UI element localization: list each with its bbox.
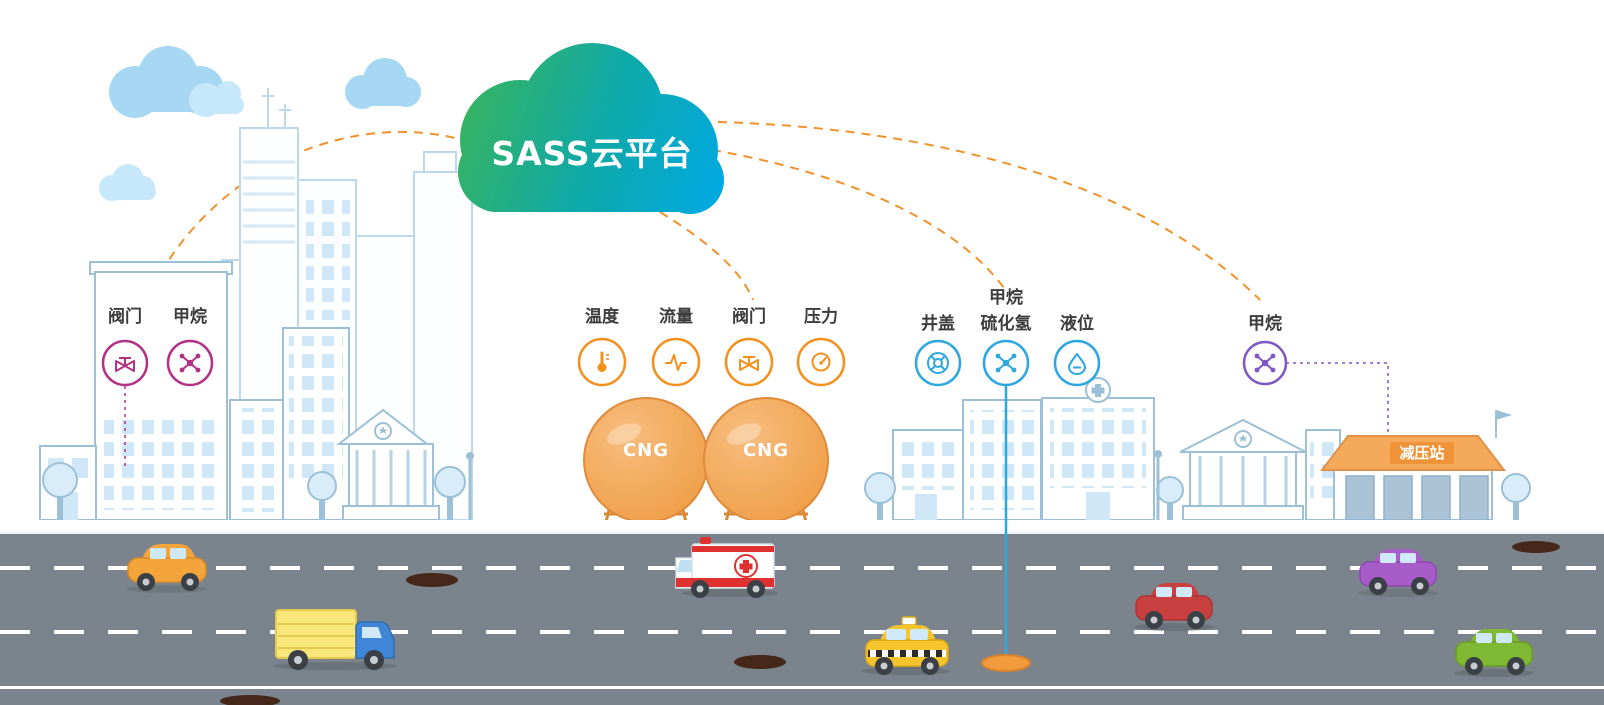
star-icon: [1238, 434, 1248, 442]
monitored-manhole: [981, 654, 1031, 672]
sensor-label: 液位: [1060, 313, 1094, 334]
building-b-windows: [289, 336, 343, 486]
cng-tank-label: CNG: [743, 440, 789, 461]
manhole-dark: [220, 695, 280, 705]
sensor-label: 甲烷: [173, 306, 207, 327]
bg-building-2-windows: [306, 200, 350, 320]
taxi: [862, 616, 950, 675]
taxi-sign: [901, 616, 917, 626]
sensor-label: 温度: [585, 306, 620, 327]
street-lamp: [1154, 450, 1162, 520]
tree: [1501, 473, 1531, 520]
flag-icon: [1496, 410, 1512, 420]
sass-cloud: SASS云平台: [458, 43, 724, 214]
sensor-label: 压力: [804, 306, 838, 327]
manhole-covers: [220, 541, 1560, 705]
building-a-windows: [104, 414, 218, 510]
cloud-link-cng: [659, 211, 754, 301]
decorative-cloud-lower: [99, 164, 156, 201]
cloud-link-station: [717, 121, 1261, 301]
decorative-cloud-mid: [345, 58, 421, 109]
manhole-dark: [406, 573, 458, 587]
classical-building-right: [1179, 418, 1307, 521]
truck: [273, 609, 397, 670]
sensor-label: 甲烷: [989, 287, 1023, 308]
cross-icon: [1091, 387, 1105, 394]
classical-building-left: [336, 408, 440, 521]
building-r1-door: [915, 494, 937, 520]
sensor-group-city: 阀门 甲烷: [101, 306, 214, 387]
columns: [1198, 456, 1288, 506]
tank-highlight: [606, 423, 642, 445]
building-r2-windows: [970, 410, 1034, 510]
manhole-dark: [734, 655, 786, 669]
road-edge-line: [0, 531, 1604, 534]
truck-window: [362, 627, 382, 638]
hospital-door: [1086, 492, 1110, 520]
ambulance-box: [691, 543, 775, 589]
car-purple: [1358, 549, 1438, 597]
sensor-label: 流量: [659, 306, 693, 327]
sidewalk: [0, 520, 1604, 531]
sensor-label: 阀门: [108, 306, 142, 327]
taxi-checker-band: [868, 650, 946, 657]
tree: [434, 466, 466, 520]
columns: [355, 450, 427, 506]
pressure-reduction-station: 减压站: [1319, 410, 1512, 521]
tree: [1156, 476, 1184, 520]
siren-light-icon: [700, 537, 711, 544]
sensor-label: 甲烷: [1248, 313, 1282, 334]
hospital-building: [1041, 377, 1155, 521]
sensor-label: 阀门: [732, 306, 766, 327]
tree: [307, 471, 337, 520]
classical-base: [342, 505, 440, 521]
manhole-dark: [1512, 541, 1560, 553]
cng-tank-farm: CNG CNG: [583, 397, 829, 523]
ambulance: [675, 537, 778, 598]
decorative-cloud-left-small: [189, 81, 244, 117]
classical-base: [1182, 505, 1304, 521]
station-sensor-line: [1286, 362, 1389, 432]
street-lamp: [466, 452, 474, 520]
ambulance-windshield: [677, 560, 692, 572]
tree: [864, 472, 896, 520]
sensor-label: 硫化氢: [981, 313, 1032, 334]
building-mid-windows: [236, 408, 280, 512]
car-red: [1134, 583, 1214, 631]
car-orange: [127, 544, 207, 593]
cloud-link-manhole: [711, 149, 1005, 289]
star-icon: [378, 426, 388, 434]
sensor-group-manhole: 井盖 甲烷 硫化氢 液位: [914, 287, 1101, 387]
station-label: 减压站: [1399, 444, 1444, 462]
sensor-label: 井盖: [921, 313, 955, 334]
car-green: [1454, 629, 1534, 677]
hospital-windows: [1050, 408, 1146, 488]
tank-highlight: [726, 423, 762, 445]
bg-building-4: [413, 171, 473, 521]
sensor-group-station: 甲烷: [1242, 313, 1288, 386]
cross-icon: [739, 563, 753, 570]
bg-tower-stripes: [243, 160, 295, 244]
cng-tank-label: CNG: [623, 440, 669, 461]
lane-solid-line: [0, 686, 1604, 689]
city-left-foreground: [39, 261, 474, 521]
station-sign: [1390, 442, 1454, 464]
station-doors: [1345, 475, 1489, 521]
building-r1-windows: [900, 440, 956, 490]
cloud-platform-label: SASS云平台: [491, 134, 692, 173]
sensor-ring: [1053, 339, 1101, 387]
sensor-ring: [914, 339, 962, 387]
tree: [42, 462, 78, 520]
sensor-group-cng: 温度 流量 阀门 压力: [577, 306, 846, 387]
road: [0, 531, 1604, 705]
